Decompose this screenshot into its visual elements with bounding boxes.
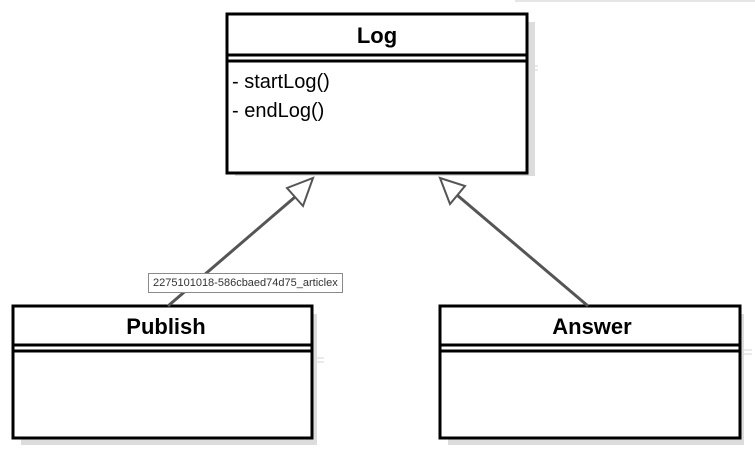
inheritance-arrowhead-icon: [285, 176, 315, 208]
class-publish[interactable]: Publish: [11, 304, 317, 445]
class-publish-box: [11, 304, 314, 440]
class-answer-name: Answer: [552, 314, 632, 339]
class-log[interactable]: Log - startLog() - endLog(): [225, 12, 535, 176]
inheritance-arrowhead-icon: [438, 176, 467, 206]
method-startlog: - startLog(): [232, 71, 330, 93]
generalization-line: [456, 193, 589, 308]
generalization-answer-log[interactable]: [438, 176, 589, 308]
top-border-line: [515, 0, 755, 2]
class-log-box: [225, 12, 529, 175]
image-tooltip: 2275101018-586cbaed74d75_articlex: [148, 273, 343, 293]
class-answer[interactable]: Answer: [438, 304, 744, 445]
class-answer-box: [438, 304, 742, 440]
method-endlog: - endLog(): [232, 100, 324, 122]
class-log-name: Log: [357, 23, 397, 48]
class-publish-name: Publish: [126, 314, 205, 339]
